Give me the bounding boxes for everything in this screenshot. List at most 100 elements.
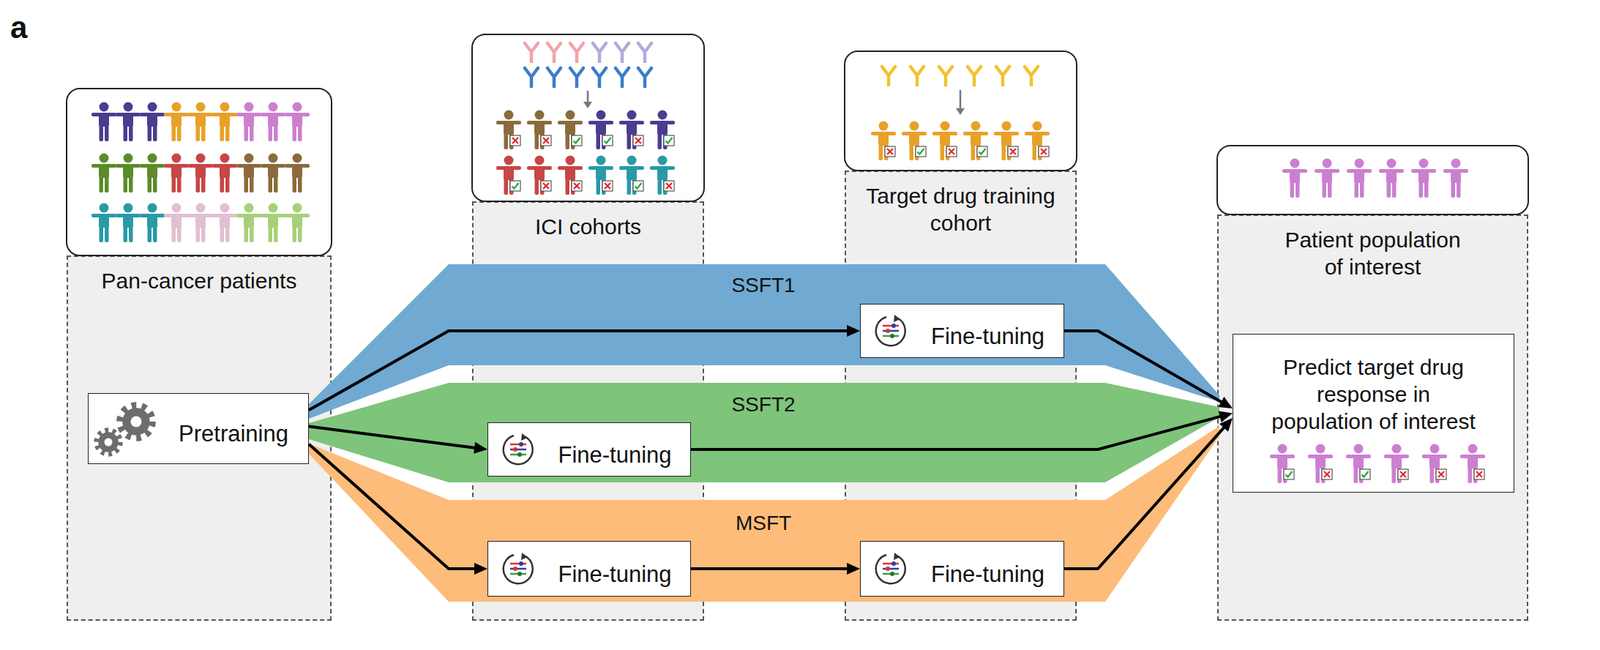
person-icon	[284, 153, 310, 194]
person-icon	[901, 121, 927, 162]
person-icon	[91, 203, 117, 244]
prediction-box: Predict target drug response in populati…	[1232, 333, 1515, 493]
person-icon	[649, 155, 675, 196]
person-icon	[1024, 121, 1050, 162]
check-mark	[571, 135, 582, 146]
box-label: Predict target drug response in populati…	[1267, 343, 1480, 435]
population-people	[1282, 158, 1469, 199]
person-icon	[91, 153, 117, 194]
column-label: Pan-cancer patients	[68, 256, 331, 295]
antibody-icon	[638, 68, 652, 88]
person-icon	[1314, 158, 1340, 199]
strategy-band: SSFT2	[308, 382, 1220, 483]
person-icon	[91, 102, 117, 142]
person-icon	[526, 110, 552, 151]
antibody-icon	[524, 43, 538, 63]
person-icon	[139, 153, 165, 194]
cross-mark	[510, 135, 521, 146]
person-icon	[139, 102, 165, 142]
person-icon	[963, 121, 989, 162]
box-label: Fine-tuning	[539, 431, 691, 469]
person-icon	[115, 203, 141, 244]
person-icon	[115, 102, 141, 142]
check-mark	[663, 135, 675, 146]
arrow-head	[955, 108, 965, 115]
down-arrow	[959, 90, 962, 110]
antibody-icon	[967, 66, 981, 86]
fine-tuning-box: Fine-tuning	[860, 303, 1065, 358]
band-label: SSFT2	[731, 393, 795, 417]
cross-mark	[540, 135, 552, 146]
antibody-icon	[1024, 66, 1038, 86]
antibody-icon	[638, 43, 652, 63]
person-icon	[284, 203, 310, 244]
person-icon	[993, 121, 1019, 162]
cross-mark	[571, 180, 582, 192]
person-icon	[139, 203, 165, 244]
band-label: MSFT	[735, 511, 792, 536]
antibody-icon	[910, 66, 924, 86]
cross-mark	[1007, 146, 1019, 157]
person-icon	[496, 110, 522, 151]
person-icon	[236, 203, 262, 244]
fine-tuning-box: Fine-tuning	[860, 540, 1065, 597]
check-mark	[977, 146, 988, 157]
antibody-icon	[881, 66, 896, 86]
antibody-icon	[592, 43, 607, 63]
panel-label: a	[10, 10, 28, 46]
target-drug-illustration	[870, 66, 1050, 161]
person-icon	[163, 203, 189, 244]
person-icon	[1411, 158, 1437, 199]
band-fill	[308, 425, 1220, 602]
person-icon	[557, 155, 583, 196]
cross-mark	[540, 180, 552, 192]
cohort-frame	[844, 51, 1077, 171]
person-icon	[260, 203, 286, 244]
person-icon	[619, 110, 645, 151]
band-label: SSFT1	[731, 273, 795, 298]
fine-tuning-box: Fine-tuning	[487, 540, 691, 597]
cohort-frame	[66, 88, 332, 256]
person-icon	[236, 102, 262, 142]
person-icon	[188, 102, 213, 142]
column-label: Target drug training cohort	[846, 172, 1076, 237]
antibody-icon	[524, 68, 538, 88]
antibody-icon	[570, 68, 584, 88]
person-icon	[588, 155, 614, 196]
cross-mark	[663, 180, 675, 192]
person-icon	[260, 102, 286, 142]
person-icon	[188, 153, 213, 194]
antibody-icon	[547, 68, 561, 88]
band-fill	[308, 382, 1220, 483]
cohort-column: Patient population of interestPredict ta…	[1217, 214, 1529, 621]
arrow-head	[583, 101, 593, 109]
cross-mark	[602, 180, 613, 192]
check-mark	[510, 180, 521, 192]
check-mark	[915, 146, 926, 157]
pan-cancer-people	[91, 102, 310, 244]
person-icon	[212, 102, 238, 142]
antibody-icon	[570, 43, 584, 63]
person-icon	[526, 155, 552, 196]
box-label: Fine-tuning	[539, 550, 691, 588]
person-icon	[236, 153, 262, 194]
cohort-frame	[1217, 145, 1529, 215]
strategy-band: MSFT	[308, 425, 1220, 602]
person-icon	[188, 203, 213, 244]
ici-illustration	[496, 43, 675, 195]
cross-mark	[1038, 146, 1049, 157]
connector-line	[690, 567, 850, 571]
person-icon	[1282, 158, 1308, 199]
down-arrow	[587, 90, 590, 103]
antibody-icon	[592, 68, 607, 88]
person-icon	[115, 153, 141, 194]
column-label: ICI cohorts	[473, 202, 703, 241]
person-icon	[1378, 158, 1404, 199]
column-label: Patient population of interest	[1278, 215, 1468, 281]
person-icon	[1346, 158, 1372, 199]
antibody-icon	[996, 66, 1010, 86]
cohort-frame	[472, 34, 705, 202]
box-label: Fine-tuning	[911, 312, 1064, 350]
antibody-icon	[547, 43, 561, 63]
